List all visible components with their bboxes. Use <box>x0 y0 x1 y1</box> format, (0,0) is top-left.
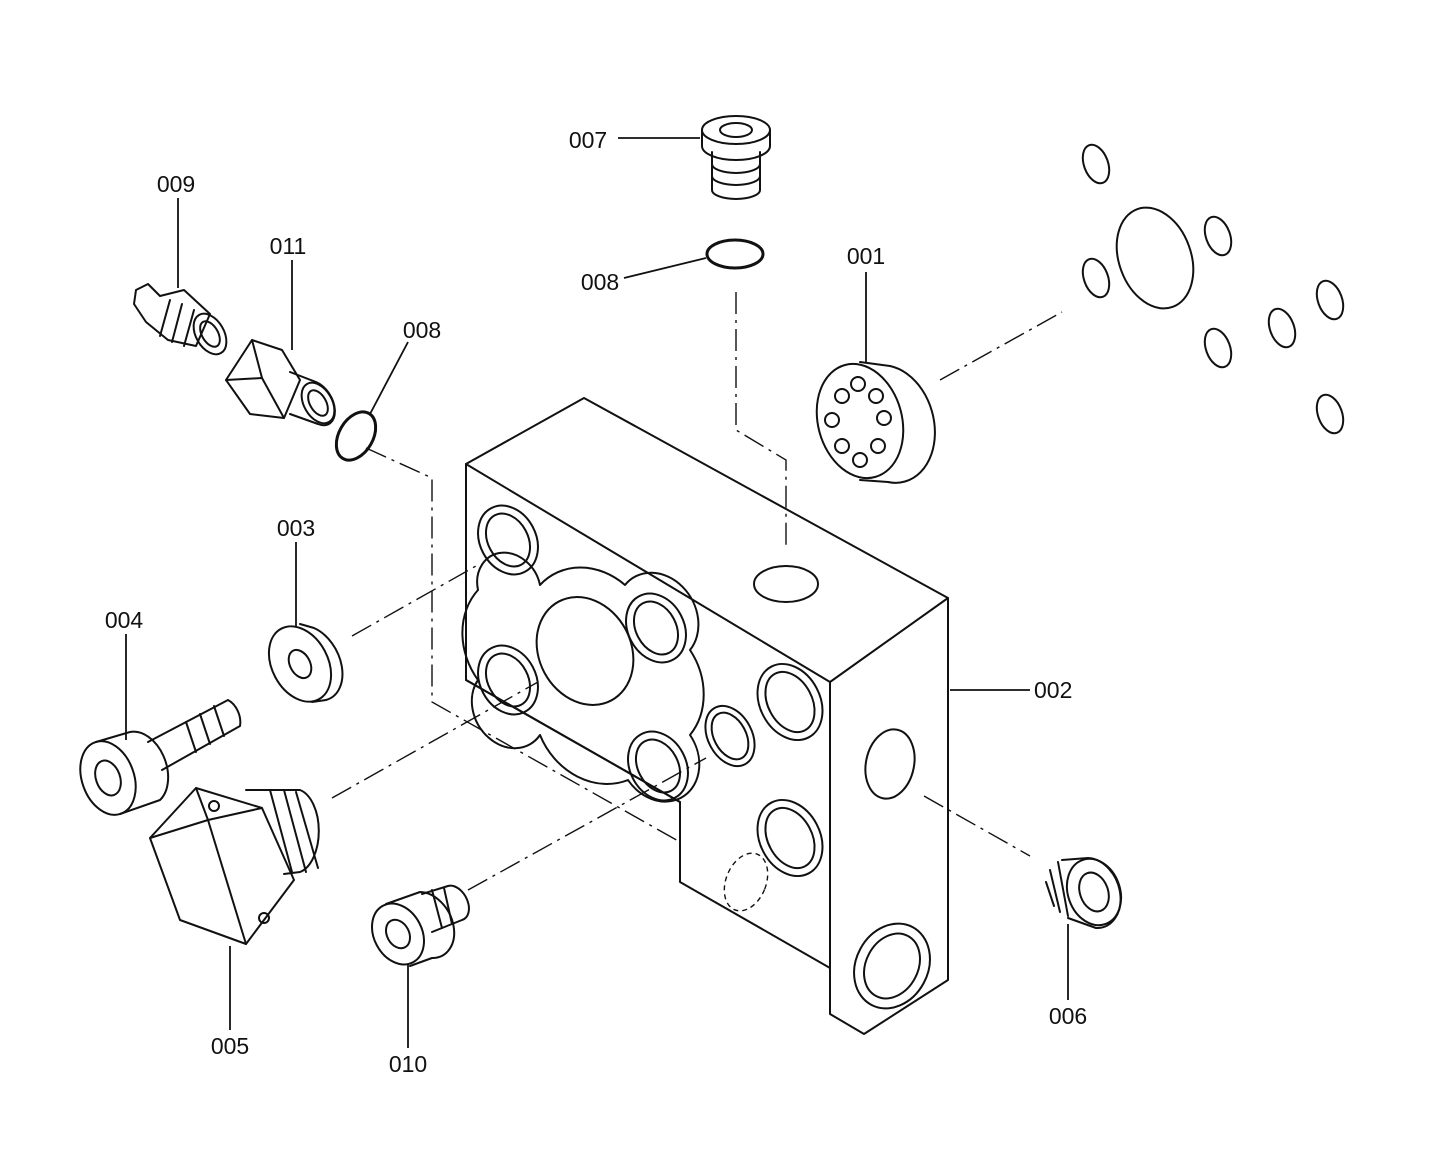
plug-007 <box>701 115 771 200</box>
callout-005: 005 <box>211 1033 249 1059</box>
callout-008-left: 008 <box>403 317 441 343</box>
callout-002: 002 <box>1034 677 1072 703</box>
washer-003 <box>267 623 344 703</box>
hidden-port-outline <box>723 852 769 912</box>
valve-block-002 <box>461 397 949 1035</box>
hex-plug-005 <box>149 787 320 945</box>
assembly-centerlines <box>331 292 1063 891</box>
callout-001: 001 <box>847 243 885 269</box>
callout-008-top: 008 <box>581 269 619 295</box>
callout-010: 010 <box>389 1051 427 1077</box>
callout-009: 009 <box>157 171 195 197</box>
seal-rings-set <box>1081 143 1345 435</box>
leader-lines <box>125 137 1069 1048</box>
callout-labels: 001 002 003 004 005 006 007 008 008 009 … <box>105 127 1087 1077</box>
o-ring-008-left <box>334 410 378 462</box>
plug-006 <box>1045 857 1123 930</box>
orifice-plate-001 <box>815 361 936 484</box>
plug-010 <box>371 884 470 967</box>
callout-007: 007 <box>569 127 607 153</box>
callout-004: 004 <box>105 607 144 633</box>
socket-bolt-004 <box>79 699 242 816</box>
o-ring-008-top <box>705 238 765 270</box>
callout-003: 003 <box>277 515 315 541</box>
callout-011: 011 <box>270 233 307 259</box>
nipple-009 <box>133 283 228 356</box>
adapter-011 <box>225 339 336 427</box>
callout-006: 006 <box>1049 1003 1087 1029</box>
